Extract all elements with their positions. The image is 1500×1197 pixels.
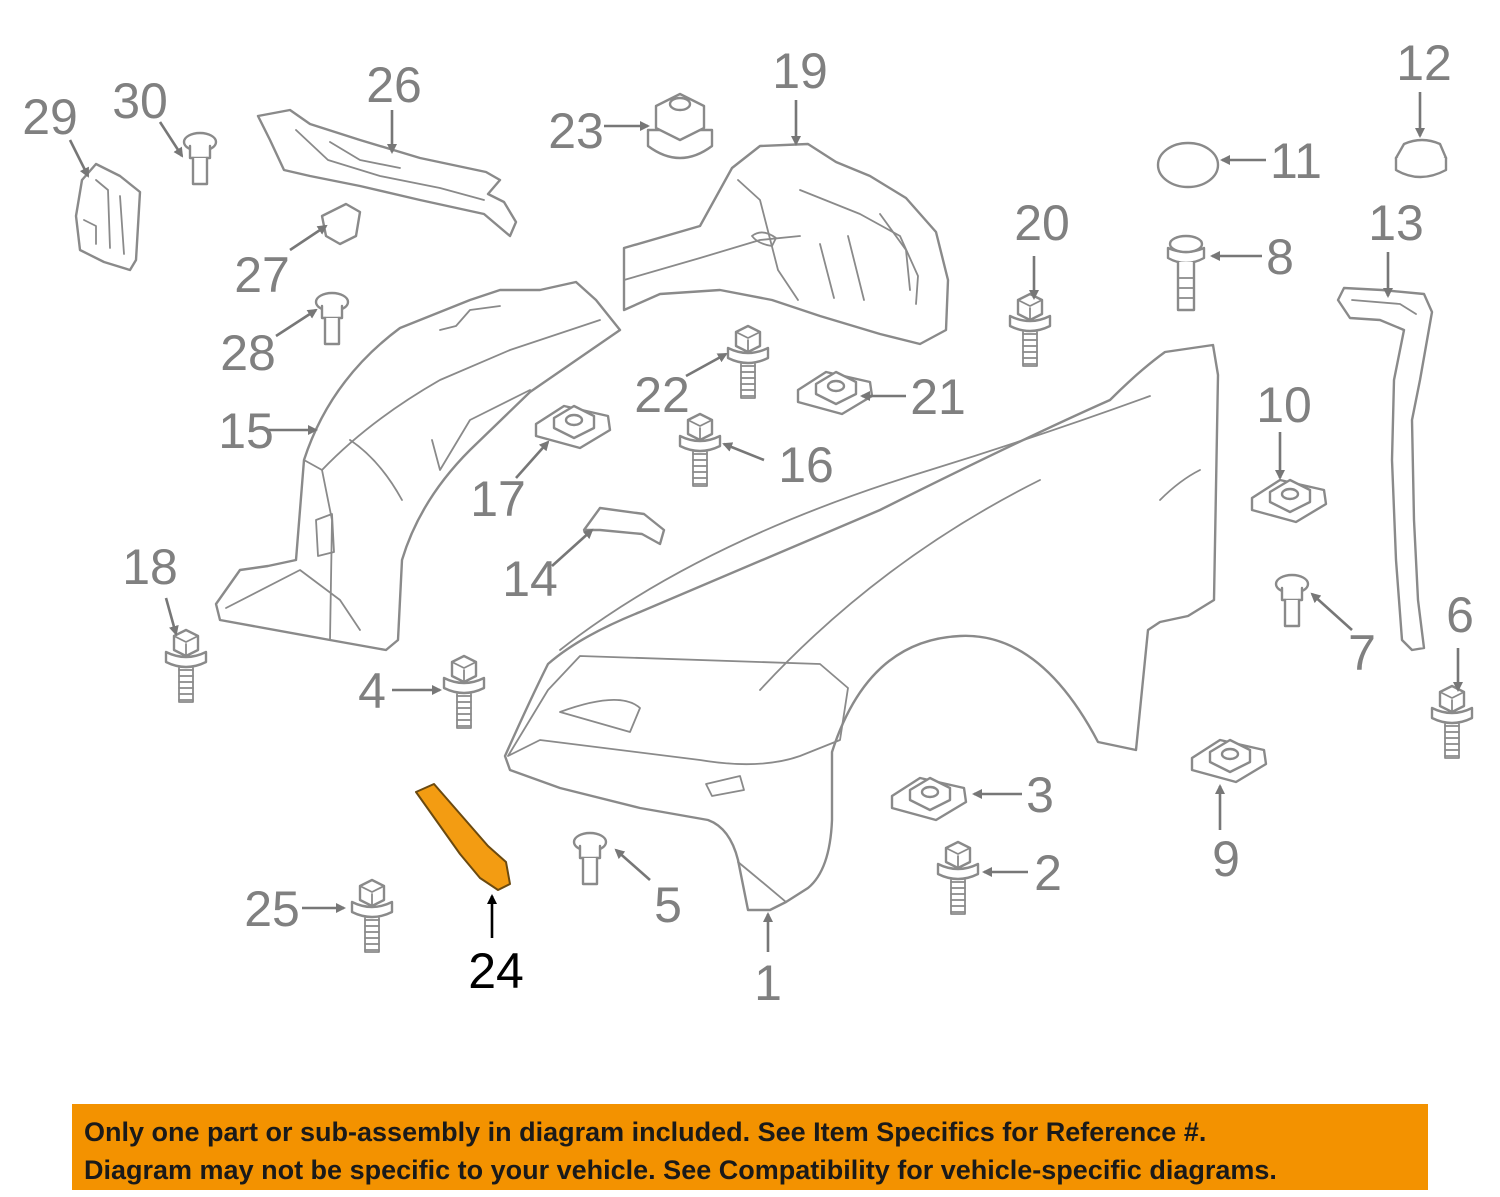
callout-19: 19 [772, 43, 828, 99]
clipnut-part-10 [1250, 478, 1328, 524]
callout-4: 4 [358, 663, 386, 719]
callout-10: 10 [1256, 377, 1312, 433]
pin-part-5 [572, 831, 608, 886]
screw-part-22 [726, 324, 770, 400]
nut-part-23 [646, 92, 714, 160]
callout-20: 20 [1014, 195, 1070, 251]
callout-15: 15 [218, 403, 274, 459]
callout-3: 3 [1026, 767, 1054, 823]
screw-part-18 [164, 628, 208, 704]
clipnut-part-3 [890, 776, 968, 822]
callout-17: 17 [470, 471, 526, 527]
callout-23: 23 [548, 103, 604, 159]
bracket-part-26 [256, 108, 518, 238]
callout-26: 26 [366, 57, 422, 113]
callout-21: 21 [910, 369, 966, 425]
callout-14: 14 [502, 551, 558, 607]
leader-lines [68, 92, 1463, 952]
screw-part-25 [350, 878, 394, 954]
screw-part-16 [678, 412, 722, 488]
callout-25: 25 [244, 881, 300, 937]
highlighted-part-24 [415, 783, 511, 891]
callout-30: 30 [112, 73, 168, 129]
notice-line-1: Only one part or sub-assembly in diagram… [84, 1117, 1207, 1147]
pin-part-28 [314, 291, 350, 346]
callout-29: 29 [22, 89, 78, 145]
bolt-part-8 [1166, 234, 1206, 312]
callout-11: 11 [1270, 133, 1322, 189]
callout-24: 24 [468, 943, 524, 999]
pin-part-30 [182, 131, 218, 186]
callout-27: 27 [234, 247, 290, 303]
screw-part-6 [1430, 684, 1474, 760]
callout-7: 7 [1348, 625, 1376, 681]
clip-part-27 [320, 202, 362, 246]
cap-part-12 [1394, 138, 1448, 179]
fender-part-1 [503, 343, 1220, 912]
callout-8: 8 [1266, 229, 1294, 285]
clipnut-part-21 [796, 370, 874, 416]
liner-part-19 [622, 142, 950, 346]
notice-line-2: Diagram may not be specific to your vehi… [84, 1155, 1277, 1185]
screw-part-4 [442, 654, 486, 730]
callout-5: 5 [654, 877, 682, 933]
pin-part-7 [1274, 573, 1310, 628]
callout-2: 2 [1034, 845, 1062, 901]
grommet-part-11 [1156, 141, 1220, 189]
callout-22: 22 [634, 367, 690, 423]
bracket-part-29 [74, 162, 142, 272]
screw-part-20 [1008, 292, 1052, 368]
callout-1: 1 [754, 955, 782, 1011]
callout-18: 18 [122, 539, 178, 595]
clipnut-part-9 [1190, 738, 1268, 784]
screw-part-2 [936, 840, 980, 916]
callout-13: 13 [1368, 195, 1424, 251]
callout-28: 28 [220, 325, 276, 381]
callout-16: 16 [778, 437, 834, 493]
notice-banner: Only one part or sub-assembly in diagram… [72, 1104, 1428, 1190]
strip-part-13 [1336, 286, 1434, 652]
callout-9: 9 [1212, 831, 1240, 887]
parts-diagram: 1 2 3 4 5 6 7 8 9 10 11 12 13 14 15 16 1… [22, 35, 1474, 1011]
callout-12: 12 [1396, 35, 1452, 91]
parts-diagram-svg: 1 2 3 4 5 6 7 8 9 10 11 12 13 14 15 16 1… [22, 35, 1474, 1011]
callout-6: 6 [1446, 587, 1474, 643]
liner-part-15 [214, 280, 622, 652]
bracket-part-14 [582, 506, 666, 546]
